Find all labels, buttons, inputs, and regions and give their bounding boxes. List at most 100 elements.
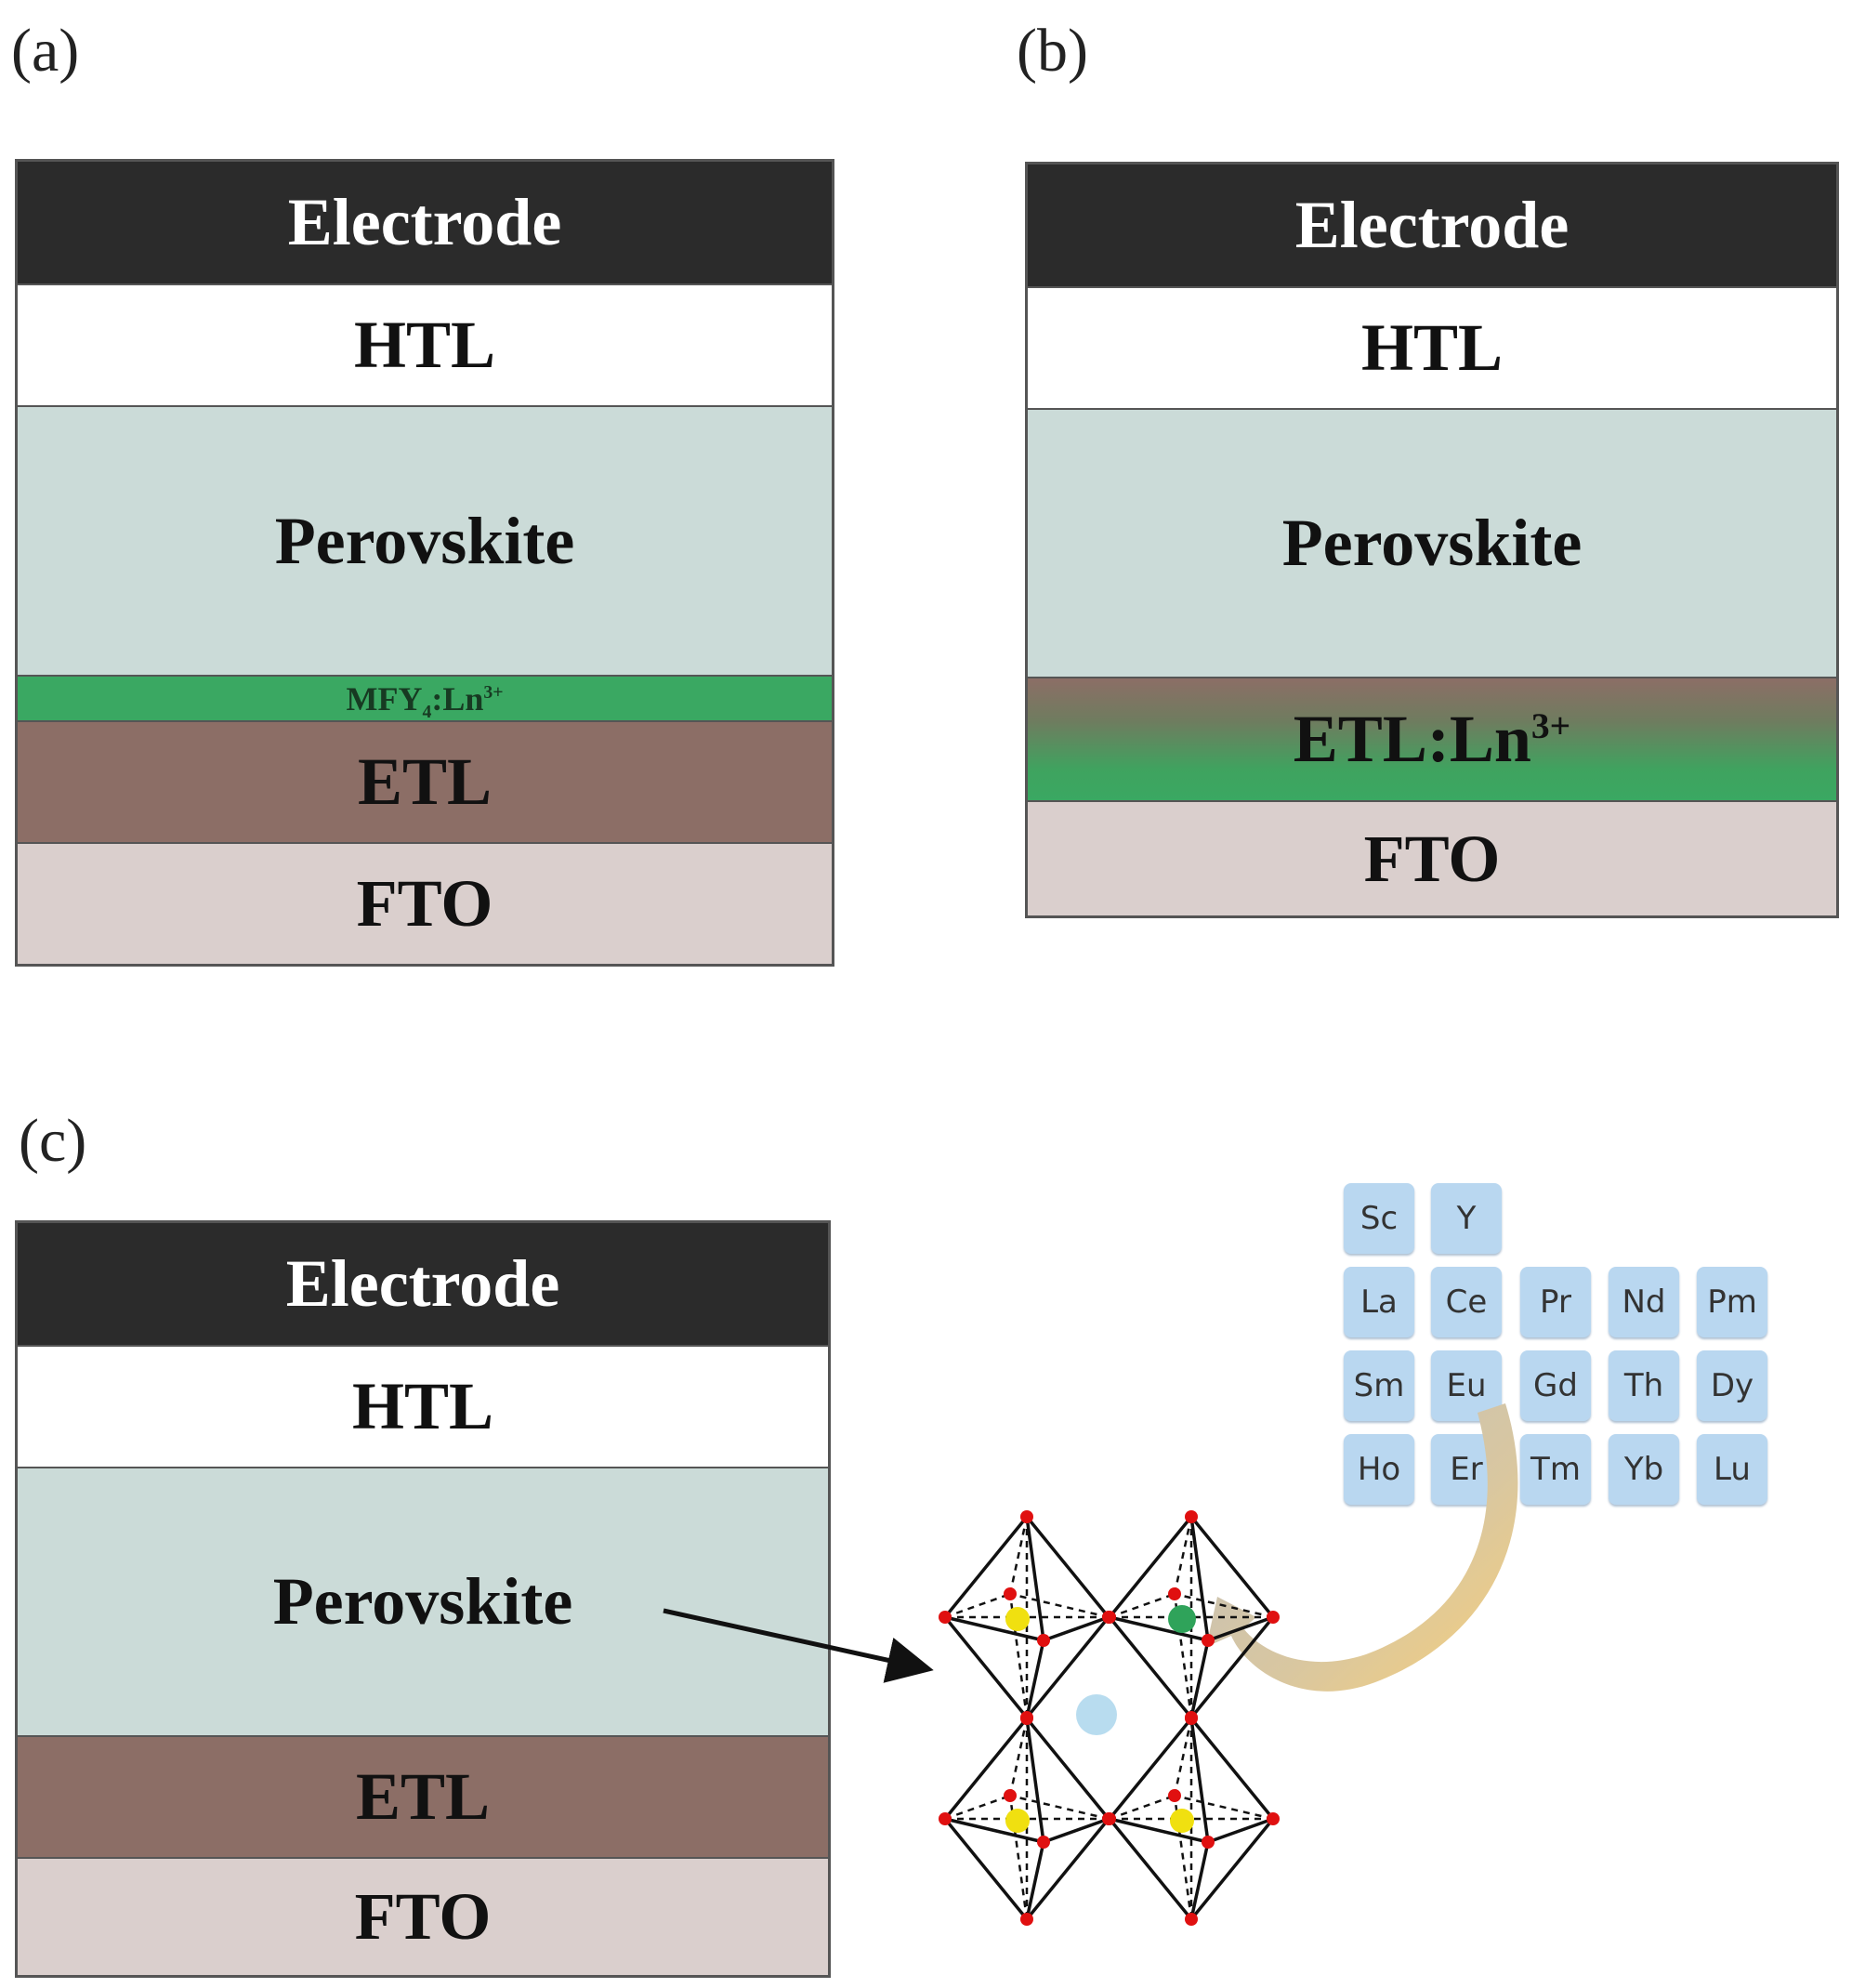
panel-label-b: (b) bbox=[1017, 17, 1088, 85]
layer-fto: FTO bbox=[1028, 802, 1836, 915]
octahedron-edge bbox=[1109, 1615, 1209, 1642]
layer-label: Electrode bbox=[285, 1246, 560, 1321]
layer-label: Electrode bbox=[1294, 188, 1570, 262]
layer-label: Perovskite bbox=[274, 503, 575, 578]
octahedron-edge bbox=[1025, 1717, 1110, 1821]
octahedron-edge bbox=[1207, 1817, 1274, 1844]
octahedron-hidden-edge bbox=[1173, 1516, 1193, 1595]
octahedron-hidden-edge bbox=[1173, 1795, 1193, 1920]
element-tile-gd: Gd bbox=[1520, 1350, 1591, 1421]
layer-label: Electrode bbox=[287, 185, 562, 259]
octahedron-edge bbox=[1108, 1817, 1193, 1921]
layer-perovskite: Perovskite bbox=[18, 1468, 828, 1737]
device-stack-b: Electrode HTL Perovskite ETL:Ln3+ FTO bbox=[1025, 162, 1839, 918]
octahedron-edge bbox=[1189, 1718, 1210, 1843]
octahedron-edge bbox=[1043, 1615, 1110, 1642]
octahedron-vertex bbox=[1020, 1712, 1033, 1725]
element-tile-ce: Ce bbox=[1431, 1267, 1502, 1337]
octahedron-hidden-edge bbox=[1173, 1718, 1193, 1797]
element-tile-sm: Sm bbox=[1344, 1350, 1414, 1421]
layer-label: Perovskite bbox=[272, 1564, 573, 1639]
element-tile-tm: Tm bbox=[1520, 1434, 1591, 1505]
layer-etl: ETL bbox=[18, 722, 832, 844]
layer-htl: HTL bbox=[18, 285, 832, 407]
layer-label: ETL bbox=[357, 744, 493, 819]
octahedron-edge bbox=[1108, 1717, 1193, 1821]
layer-electrode: Electrode bbox=[18, 1223, 828, 1347]
device-stack-c: Electrode HTL Perovskite ETL FTO bbox=[15, 1220, 831, 1978]
octahedron-vertex bbox=[1037, 1634, 1050, 1647]
octahedra-group bbox=[939, 1510, 1280, 1926]
layer-label: ETL:Ln3+ bbox=[1294, 701, 1570, 778]
element-tile-nd: Nd bbox=[1609, 1267, 1679, 1337]
octahedron-edge bbox=[1109, 1817, 1209, 1844]
octahedron-hidden-edge bbox=[1008, 1718, 1029, 1797]
octahedron-edge bbox=[1189, 1717, 1275, 1821]
layer-label: FTO bbox=[1363, 821, 1501, 896]
octahedron-edge bbox=[943, 1717, 1029, 1821]
octahedron-edge bbox=[1108, 1515, 1193, 1619]
layer-fto: FTO bbox=[18, 844, 832, 964]
octahedron-edge bbox=[943, 1615, 1029, 1719]
element-tile-pr: Pr bbox=[1520, 1267, 1591, 1337]
octahedron-edge bbox=[944, 1817, 1044, 1844]
mfy-base: MFY bbox=[346, 679, 423, 718]
octahedron-vertex bbox=[1168, 1789, 1181, 1802]
octahedron-edge bbox=[1025, 1615, 1110, 1719]
octahedron-edge bbox=[944, 1615, 1044, 1642]
layer-perovskite: Perovskite bbox=[1028, 410, 1836, 678]
device-stack-a: Electrode HTL Perovskite MFY4:Ln3+ ETL F… bbox=[15, 159, 834, 967]
layer-label: FTO bbox=[354, 1879, 492, 1954]
octahedron-vertex bbox=[1103, 1611, 1116, 1624]
octahedron-hidden-edge bbox=[1173, 1593, 1193, 1718]
octahedron-edge bbox=[1025, 1817, 1110, 1921]
octahedron-vertex bbox=[1004, 1587, 1017, 1600]
element-tile-ho: Ho bbox=[1344, 1434, 1414, 1505]
layer-label: HTL bbox=[1360, 310, 1504, 385]
panel-label-a: (a) bbox=[11, 17, 80, 85]
octahedron-vertex bbox=[1267, 1611, 1280, 1624]
element-tile-pm: Pm bbox=[1697, 1267, 1767, 1337]
octahedron-edge bbox=[1043, 1817, 1110, 1844]
layer-electrode: Electrode bbox=[18, 162, 832, 285]
dopant-ion bbox=[1168, 1605, 1196, 1633]
etl-ln-superscript: 3+ bbox=[1530, 705, 1571, 746]
layer-label: HTL bbox=[351, 1369, 494, 1443]
octahedron-edge bbox=[1207, 1615, 1274, 1642]
layer-htl: HTL bbox=[18, 1347, 828, 1468]
b-site-ion bbox=[1170, 1809, 1194, 1833]
dopant-substitution-arrow bbox=[1206, 1403, 1518, 1692]
octahedron-edge bbox=[1189, 1515, 1275, 1619]
octahedron-edge bbox=[943, 1817, 1029, 1921]
layer-etl: ETL bbox=[18, 1737, 828, 1859]
element-tile-sc: Sc bbox=[1344, 1183, 1414, 1254]
octahedron-hidden-edge bbox=[1008, 1795, 1029, 1920]
octahedron-edge bbox=[1025, 1515, 1110, 1619]
octahedron-vertex bbox=[1185, 1510, 1198, 1523]
octahedron-vertex bbox=[1168, 1587, 1181, 1600]
layer-mfy4-ln: MFY4:Ln3+ bbox=[18, 677, 832, 722]
layer-label: ETL bbox=[355, 1759, 491, 1834]
element-tile-lu: Lu bbox=[1697, 1434, 1767, 1505]
mfy-subscript: 4 bbox=[422, 701, 432, 722]
octahedron-vertex bbox=[1004, 1789, 1017, 1802]
panel-label-c: (c) bbox=[19, 1107, 87, 1175]
octahedron-hidden-edge bbox=[1009, 1592, 1110, 1619]
element-tile-y: Y bbox=[1431, 1183, 1502, 1254]
octahedron-hidden-edge bbox=[1174, 1794, 1274, 1821]
octahedron-vertex bbox=[1202, 1634, 1215, 1647]
octahedron-vertex bbox=[939, 1611, 952, 1624]
octahedron-hidden-edge bbox=[1009, 1794, 1110, 1821]
pointer-arrow bbox=[663, 1608, 934, 1683]
octahedron-vertex bbox=[1103, 1812, 1116, 1825]
element-tile-th: Th bbox=[1609, 1350, 1679, 1421]
mfy-ln: :Ln bbox=[431, 679, 484, 718]
element-tile-yb: Yb bbox=[1609, 1434, 1679, 1505]
octahedron-hidden-edge bbox=[1008, 1593, 1029, 1718]
layer-label: FTO bbox=[356, 866, 493, 941]
octahedron-edge bbox=[1108, 1615, 1193, 1719]
octahedron-edge bbox=[1025, 1639, 1045, 1718]
layer-perovskite: Perovskite bbox=[18, 407, 832, 677]
octahedron-vertex bbox=[1267, 1812, 1280, 1825]
